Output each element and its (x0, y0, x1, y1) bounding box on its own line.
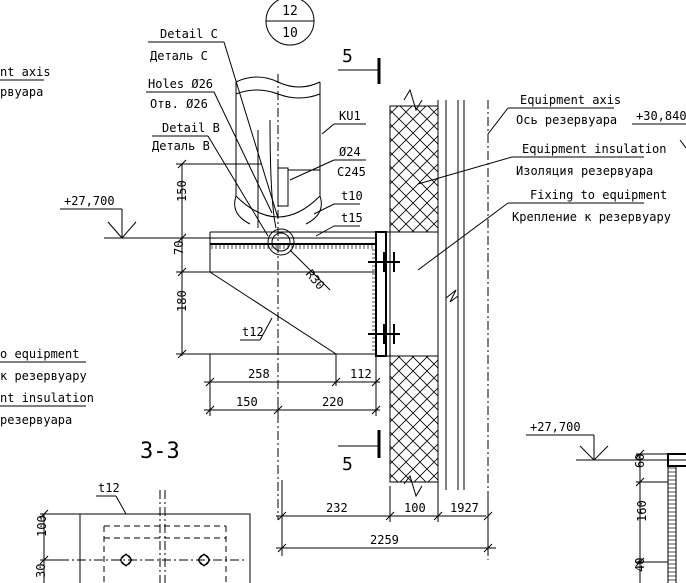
dim-v180: 180 (175, 290, 189, 312)
section-mark-top-label: 5 (342, 46, 353, 67)
dim-258: 258 (248, 367, 270, 381)
detail-c-ru: Деталь С (150, 49, 208, 63)
section-mark-bottom: 5 (338, 430, 381, 475)
fixing-ru: Крепление к резервуару (512, 210, 671, 224)
r30-callout: R30 (289, 249, 331, 293)
right-dim-v40: 40 (633, 558, 647, 572)
section-mark-top: 5 (338, 46, 381, 84)
cutoff-fixing-en: o equipment (0, 347, 79, 361)
t15-label: t15 (341, 211, 363, 225)
lower-right-view: +27,700 60 160 40 (526, 420, 686, 583)
cutoff-insulation-en: nt insulation (0, 391, 94, 405)
dim-v70: 70 (172, 241, 186, 255)
equipment-axis: Equipment axis Ось резервуара (487, 93, 621, 560)
section-3-3: 3-3 t12 100 30 (34, 439, 251, 583)
insulation-en: Equipment insulation (522, 142, 667, 156)
horizontal-dimensions: 258 112 150 220 (204, 354, 381, 416)
t10-label: t10 (341, 189, 363, 203)
pipe-annotations: KU1 Ø24 C245 t10 t15 (289, 109, 366, 237)
detail-b-ru: Деталь В (152, 139, 210, 153)
vertical-dimensions: 150 70 180 (172, 159, 336, 359)
ku1-label: KU1 (339, 109, 361, 123)
cutoff-axis-en: nt axis (0, 65, 51, 79)
bottom-dimensions: 232 100 1927 2259 (276, 480, 496, 556)
plan-dim-v30: 30 (34, 564, 48, 578)
cutoff-axis-ru: рвуара (0, 85, 43, 99)
elevation-top-right: +30,840 (632, 109, 686, 149)
pipe-ku1 (234, 74, 322, 520)
dim-1927: 1927 (450, 501, 479, 515)
section-3-3-title: 3-3 (140, 439, 180, 464)
section-mark-bottom-label: 5 (342, 454, 353, 475)
holes-ru: Отв. Ø26 (150, 97, 208, 111)
dim-100: 100 (404, 501, 426, 515)
equipment-wall (386, 88, 465, 498)
sheet-ref-bottom: 10 (282, 26, 298, 41)
dim-2259: 2259 (370, 533, 399, 547)
detail-b-en: Detail B (162, 121, 220, 135)
elevation-top-right-label: +30,840 (636, 109, 686, 123)
fixing-note: Fixing to equipment Крепление к резервуа… (417, 188, 671, 271)
c245-label: C245 (337, 165, 366, 179)
t12-callout: t12 (240, 317, 273, 341)
callout-holes: Holes Ø26 Отв. Ø26 (146, 77, 273, 214)
elevation-left-label: +27,700 (64, 194, 115, 208)
callout-detail-b: Detail B Деталь В (152, 121, 269, 237)
dia24-label: Ø24 (339, 145, 361, 159)
detail-c-en: Detail C (160, 27, 218, 41)
plan-t12-label: t12 (98, 481, 120, 495)
r30-label: R30 (303, 267, 328, 293)
dim-112: 112 (350, 367, 372, 381)
plate-hatch (211, 244, 376, 351)
right-dim-v160: 160 (635, 500, 649, 522)
callout-detail-c: Detail C Деталь С (148, 27, 279, 219)
dim-232: 232 (326, 501, 348, 515)
dim-150: 150 (236, 395, 258, 409)
sheet-ref-top: 12 (282, 4, 298, 19)
equipment-axis-ru: Ось резервуара (516, 113, 617, 127)
right-dim-v60: 60 (633, 454, 647, 468)
cutoff-insulation-ru: резервуара (0, 413, 72, 427)
dim-v150: 150 (175, 180, 189, 202)
support-bracket (209, 228, 387, 386)
sheet-reference-marker: 12 10 (265, 0, 315, 46)
elevation-left: +27,700 (60, 194, 376, 239)
insulation-note: Equipment insulation Изоляция резервуара (417, 142, 667, 185)
weld-marks (368, 252, 400, 344)
holes-en: Holes Ø26 (148, 77, 213, 91)
dim-220: 220 (322, 395, 344, 409)
cutoff-fixing-ru: к резервуару (0, 369, 87, 383)
fixing-en: Fixing to equipment (530, 188, 667, 202)
elevation-lower-right-label: +27,700 (530, 420, 581, 434)
left-cutoff-notes: nt axis рвуара o equipment к резервуару … (0, 65, 94, 427)
insulation-ru: Изоляция резервуара (516, 164, 653, 178)
plan-dim-v100: 100 (35, 515, 49, 537)
t12-label: t12 (242, 325, 264, 339)
equipment-axis-en: Equipment axis (520, 93, 621, 107)
